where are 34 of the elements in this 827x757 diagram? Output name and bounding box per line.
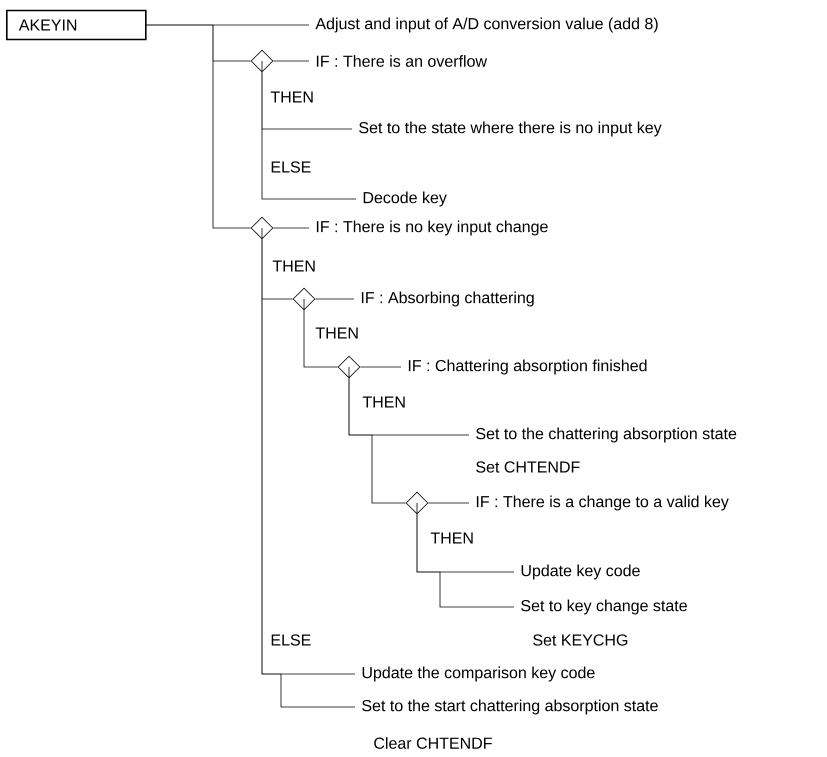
step-text: IF : There is a change to a valid key [476, 496, 729, 510]
connector-line [273, 60, 310, 62]
connector-line [146, 24, 252, 228]
step-text: Adjust and input of A/D conversion value (add 8) [315, 18, 658, 32]
connector-line [348, 378, 406, 504]
step-text: IF : There is an overflow [316, 55, 488, 67]
step-text: Decode key [364, 192, 447, 206]
decision-diamond [250, 216, 274, 240]
step-text: IF : Chattering absorption finished [408, 360, 646, 374]
step-text: Set to the chattering absorption state [476, 428, 736, 442]
connector-line [304, 310, 338, 368]
branch-label: THEN [272, 260, 315, 272]
connector-line [428, 502, 470, 504]
branch-label: ELSE [272, 634, 311, 646]
connector-line [416, 514, 514, 608]
step-text: IF : Absorbing chattering [362, 292, 534, 306]
note-text: Set KEYCHG [533, 634, 628, 646]
note-text: Clear CHTENDF [374, 737, 492, 749]
note-text: Set CHTENDF [476, 461, 580, 473]
step-text: IF : There is no key input change [316, 220, 548, 236]
connector-line [315, 298, 354, 300]
step-text: Update the comparison key code [362, 666, 595, 682]
module-box: AKEYIN [6, 10, 147, 40]
decision-diamond [406, 492, 428, 515]
step-text: Set to the state where there is no input key [359, 122, 662, 136]
connector-line [262, 72, 356, 200]
connector-line [360, 366, 402, 368]
decision-diamond [292, 288, 316, 311]
step-text: Set to the start chattering absorption state [362, 700, 658, 714]
decision-diamond [250, 50, 274, 73]
step-text: Update key code [522, 564, 640, 580]
decision-diamond [338, 356, 360, 379]
step-text: Set to key change state [521, 600, 687, 614]
branch-label: THEN [316, 327, 358, 338]
